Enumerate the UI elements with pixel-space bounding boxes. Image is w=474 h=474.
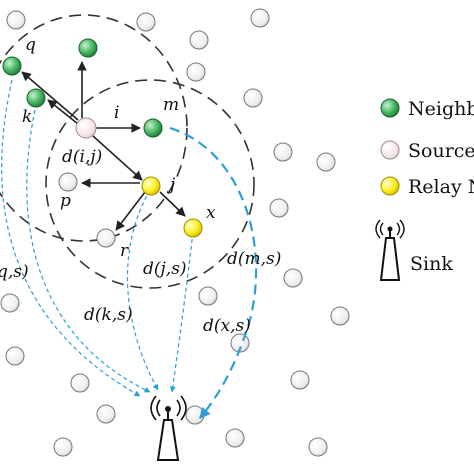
relay-node-j [141, 176, 161, 196]
relay-nodes [141, 176, 203, 238]
neighbor-node-q [2, 56, 22, 76]
legend-source-icon [380, 140, 400, 160]
node [273, 142, 293, 162]
legend-sink-label: Sink [410, 253, 453, 275]
node [316, 152, 336, 172]
routing-paths [1, 79, 194, 397]
legend-source-label: Source [408, 140, 474, 162]
label-m: m [163, 95, 179, 115]
node [225, 428, 245, 448]
node [136, 12, 156, 32]
path-m-s [169, 126, 258, 419]
neighbor-node-top [78, 38, 98, 58]
path-x-s [169, 231, 194, 393]
node [189, 30, 209, 50]
range-circle-source [0, 14, 188, 242]
label-q: q [25, 35, 36, 55]
label-dqs: q,s) [0, 262, 29, 282]
label-r: r [120, 241, 129, 261]
node [269, 198, 289, 218]
range-circle-relay [45, 79, 255, 289]
label-x: x [206, 203, 216, 223]
node [290, 370, 310, 390]
label-djs: d(j,s) [143, 259, 187, 279]
node [70, 373, 90, 393]
other-nodes [0, 8, 350, 457]
legend-sink-icon [375, 219, 405, 281]
node [308, 437, 328, 457]
neighbor-arrows [21, 61, 186, 231]
node [250, 8, 270, 28]
node [185, 405, 205, 425]
label-i: i [114, 103, 119, 123]
node [243, 88, 263, 108]
source-node-i [75, 117, 97, 139]
neighbor-node-k [26, 88, 46, 108]
label-dms: d(m,s) [227, 249, 281, 269]
legend-relay-icon [380, 176, 400, 196]
path-k-s [26, 109, 151, 393]
node [186, 62, 206, 82]
node [96, 228, 116, 248]
label-dxs: d(x,s) [203, 316, 251, 336]
legend-relay-label: Relay N [408, 176, 474, 198]
node [0, 293, 20, 313]
relay-node-x [183, 218, 203, 238]
path-j-s [126, 189, 159, 391]
sink-icon [150, 395, 187, 461]
label-dij: d(i,j) [62, 147, 102, 167]
neighbor-nodes [2, 38, 163, 138]
legend: Neighb Source Relay N Sink [375, 98, 474, 281]
node [6, 10, 26, 30]
neighbor-node-m [143, 118, 163, 138]
path-q-s [1, 79, 141, 397]
node [330, 306, 350, 326]
node [53, 437, 73, 457]
label-p: p [60, 191, 71, 211]
label-k: k [22, 107, 32, 127]
node [5, 346, 25, 366]
node [283, 268, 303, 288]
node [58, 172, 78, 192]
label-j: j [166, 175, 176, 195]
label-dks: d(k,s) [84, 305, 133, 325]
node [96, 404, 116, 424]
node [198, 286, 218, 306]
legend-neighbor-icon [380, 98, 400, 118]
legend-neighbor-label: Neighb [408, 98, 474, 120]
